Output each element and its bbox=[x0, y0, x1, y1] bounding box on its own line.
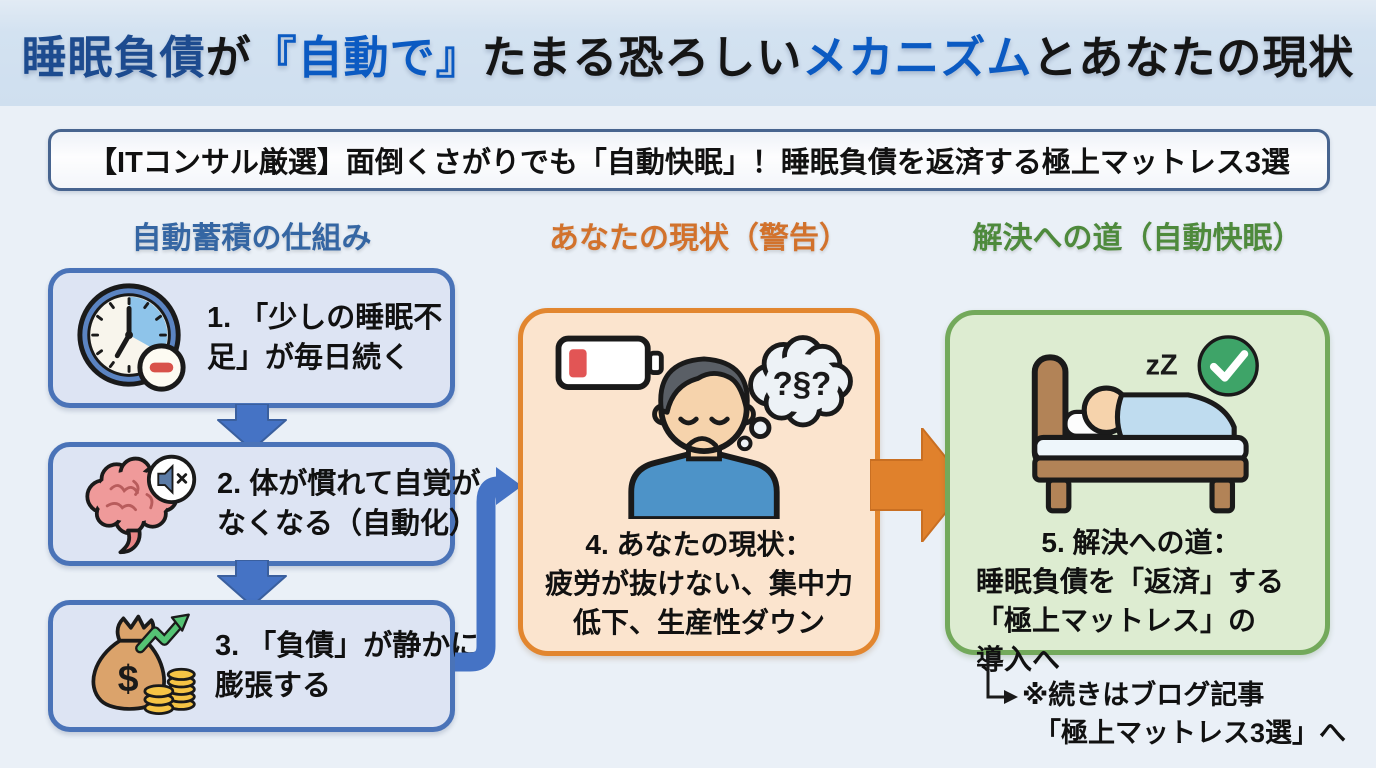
title-seg-ga: が bbox=[205, 31, 252, 83]
sleeping-person-illustration: zZ bbox=[1031, 335, 1259, 514]
flow-step-2-text: 2. 体が慣れて自覚が なくなる（自動化） bbox=[217, 468, 481, 540]
tired-person-icon bbox=[628, 356, 780, 519]
subtitle-box: 【ITコンサル厳選】面倒くさがりでも「自動快眠」！睡眠負債を返済する極上マットレ… bbox=[48, 129, 1330, 191]
solution-box: zZ 5. 解決への道： 睡眠負債を「返済」する 「極上マットレス」の 導入へ bbox=[945, 310, 1330, 675]
elbow-arrow-connector bbox=[455, 467, 522, 672]
check-circle-icon bbox=[1197, 335, 1259, 397]
solution-text: 5. 解決への道： 睡眠負債を「返済」する 「極上マットレス」の 導入へ bbox=[976, 527, 1285, 675]
warning-box: ?§? 4. あなたの現状： 疲労が抜けない、集中力 低下、生産性ダウン bbox=[518, 308, 880, 656]
thought-bubble-icon: ?§? bbox=[736, 335, 853, 452]
flow-step-3-box: $ 3. 「負債」が静かに 膨張する bbox=[48, 600, 479, 732]
column-header-accumulation: 自動蓄積の仕組み bbox=[131, 222, 372, 255]
flow-step-2-box: 2. 体が慣れて自覚が なくなる（自動化） bbox=[48, 442, 480, 566]
title-seg-your-state: とあなたの現状 bbox=[1032, 31, 1355, 83]
title-seg-automatic: 『自動で』 bbox=[251, 31, 482, 83]
flow-step-3-text: 3. 「負債」が静かに 膨張する bbox=[215, 630, 480, 702]
column-header-warning: あなたの現状（警告） bbox=[549, 222, 849, 255]
page-title: 睡眠負債が『自動で』たまる恐ろしいメカニズムとあなたの現状 bbox=[22, 21, 1355, 86]
tired-person-illustration: ?§? bbox=[555, 335, 853, 519]
title-seg-scary: たまる恐ろしい bbox=[481, 31, 803, 83]
money-bag-growth-icon: $ bbox=[91, 613, 196, 715]
flow-step-1-text: 1. 「少しの睡眠不 足」が毎日続く bbox=[207, 302, 443, 374]
warning-text: 4. あなたの現状： 疲労が抜けない、集中力 低下、生産性ダウン bbox=[544, 529, 853, 638]
zzz-text: zZ bbox=[1146, 349, 1178, 381]
column-header-solution: 解決への道（自動快眠） bbox=[972, 222, 1303, 255]
brain-muted-icon bbox=[85, 454, 197, 555]
flow-step-1-box: 1. 「少しの睡眠不 足」が毎日続く bbox=[48, 268, 455, 408]
thought-text: ?§? bbox=[773, 365, 832, 402]
subtitle-text: 【ITコンサル厳選】面倒くさがりでも「自動快眠」！睡眠負債を返済する極上マットレ… bbox=[88, 147, 1290, 179]
note-connector-arrow bbox=[986, 653, 1018, 704]
svg-text:$: $ bbox=[118, 657, 139, 699]
clock-minus-icon bbox=[77, 283, 186, 392]
down-arrow-icon-2 bbox=[217, 560, 287, 606]
note-text: ※続きはブログ記事 「極上マットレス3選」へ bbox=[1022, 680, 1347, 748]
title-band: 睡眠負債が『自動で』たまる恐ろしいメカニズムとあなたの現状 bbox=[0, 0, 1376, 106]
low-battery-icon bbox=[555, 335, 664, 390]
title-seg-mechanism: メカニズム bbox=[802, 31, 1033, 83]
down-arrow-icon-1 bbox=[217, 404, 287, 450]
bed-icon bbox=[1031, 354, 1249, 514]
title-seg-sleep-debt: 睡眠負債 bbox=[21, 31, 206, 83]
